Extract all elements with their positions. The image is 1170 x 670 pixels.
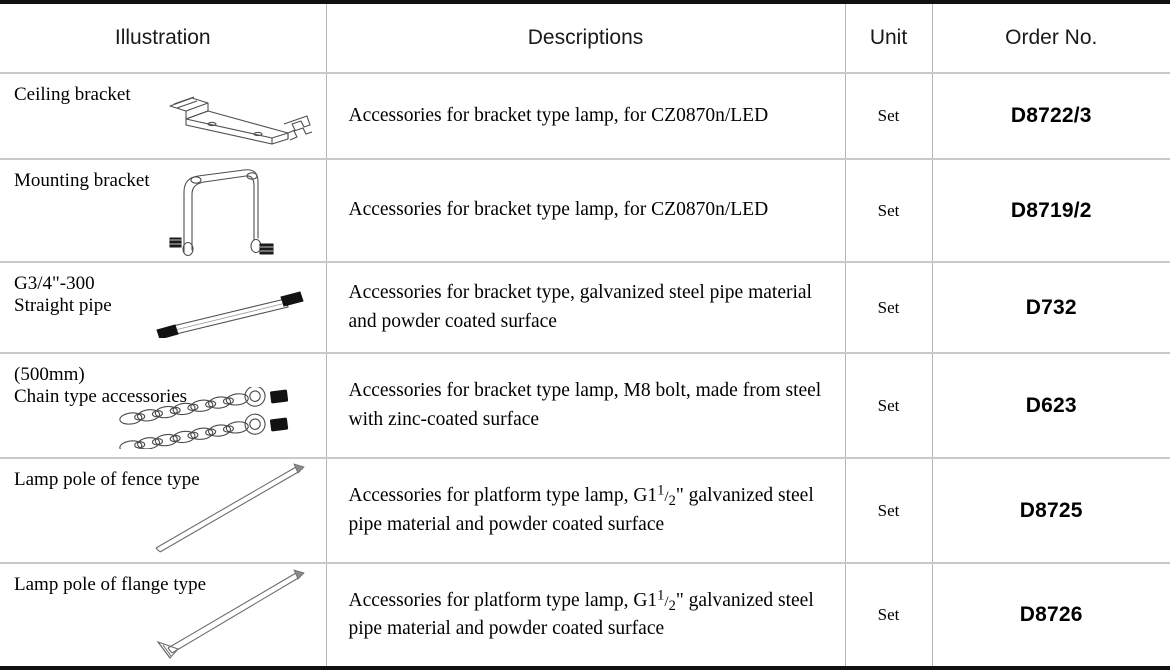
ceiling-bracket-icon: [164, 90, 314, 152]
order-number-cell: D8719/2: [932, 159, 1170, 263]
order-number-cell: D732: [932, 262, 1170, 354]
description-text-before: Accessories for platform type lamp, G1: [348, 589, 658, 611]
illustration-cell: Lamp pole of flange type: [0, 563, 327, 668]
column-header-descriptions: Descriptions: [326, 2, 846, 74]
unit-cell: Set: [845, 262, 933, 354]
column-header-illustration: Illustration: [0, 2, 327, 74]
table-row: (500mm) Chain type accessories: [0, 353, 1170, 459]
description-cell: Accessories for bracket type, galvanized…: [326, 262, 846, 354]
fraction-numerator: 1: [657, 587, 665, 604]
illustration-cell: Ceiling bracket: [0, 73, 327, 160]
illustration-cell: G3/4"-300 Straight pipe: [0, 262, 327, 354]
fraction-denominator: 2: [668, 597, 676, 614]
item-name-label: (500mm) Chain type accessories: [14, 364, 188, 408]
description-cell: Accessories for platform type lamp, G11/…: [326, 563, 846, 668]
fraction-numerator: 1: [657, 482, 665, 499]
table-row: G3/4"-300 Straight pipe Accessories f: [0, 262, 1170, 354]
unit-cell: Set: [845, 563, 933, 668]
description-cell: Accessories for bracket type lamp, for C…: [326, 73, 846, 160]
description-cell: Accessories for platform type lamp, G11/…: [326, 458, 846, 564]
table-body: Ceiling bracket: [0, 73, 1170, 668]
item-name-label: G3/4"-300 Straight pipe: [14, 273, 112, 317]
column-header-unit: Unit: [845, 2, 933, 74]
order-number-cell: D623: [932, 353, 1170, 459]
illustration-cell: (500mm) Chain type accessories: [0, 353, 327, 459]
description-text-after: " galvanized steel pipe material and pow…: [348, 589, 814, 639]
header-row: Illustration Descriptions Unit Order No.: [0, 2, 1170, 74]
illustration-cell: Lamp pole of fence type: [0, 458, 327, 564]
fraction-one-half: 1/2: [657, 482, 676, 510]
description-cell: Accessories for bracket type lamp, for C…: [326, 159, 846, 263]
table-row: Lamp pole of fence type Accessories for: [0, 458, 1170, 564]
order-number-cell: D8726: [1019, 603, 1083, 626]
fraction-one-half: 1/2: [657, 587, 676, 614]
table-row: Lamp pole of flange type: [0, 563, 1170, 668]
table-row: Ceiling bracket: [0, 73, 1170, 160]
fence-type-lamp-pole-icon: [144, 460, 314, 555]
item-name-label: Lamp pole of fence type: [14, 469, 200, 490]
straight-pipe-icon: [151, 286, 306, 338]
description-text-before: Accessories for platform type lamp, G1: [348, 485, 658, 507]
fraction-denominator: 2: [668, 493, 676, 510]
description-text-after: " galvanized steel pipe material and pow…: [348, 485, 814, 535]
order-number-cell: D8725: [932, 458, 1170, 564]
item-name-label: Lamp pole of flange type: [14, 574, 207, 595]
unit-cell: Set: [845, 458, 933, 564]
table-header: Illustration Descriptions Unit Order No.: [0, 2, 1170, 74]
chain-accessories-icon: [108, 387, 308, 449]
column-header-order-no: Order No.: [932, 2, 1170, 74]
illustration-cell: Mounting bracket: [0, 159, 327, 263]
unit-cell: Set: [845, 73, 933, 160]
table-row: Mounting bracket: [0, 159, 1170, 263]
flange-type-lamp-pole-icon: [144, 566, 314, 661]
item-name-label: Mounting bracket: [14, 170, 150, 191]
unit-cell: Set: [845, 159, 933, 263]
item-name-label: Ceiling bracket: [14, 84, 131, 105]
unit-cell: Set: [845, 353, 933, 459]
order-number-cell: D8722/3: [932, 73, 1170, 160]
description-cell: Accessories for bracket type lamp, M8 bo…: [326, 353, 846, 459]
mounting-bracket-icon: [168, 166, 278, 258]
